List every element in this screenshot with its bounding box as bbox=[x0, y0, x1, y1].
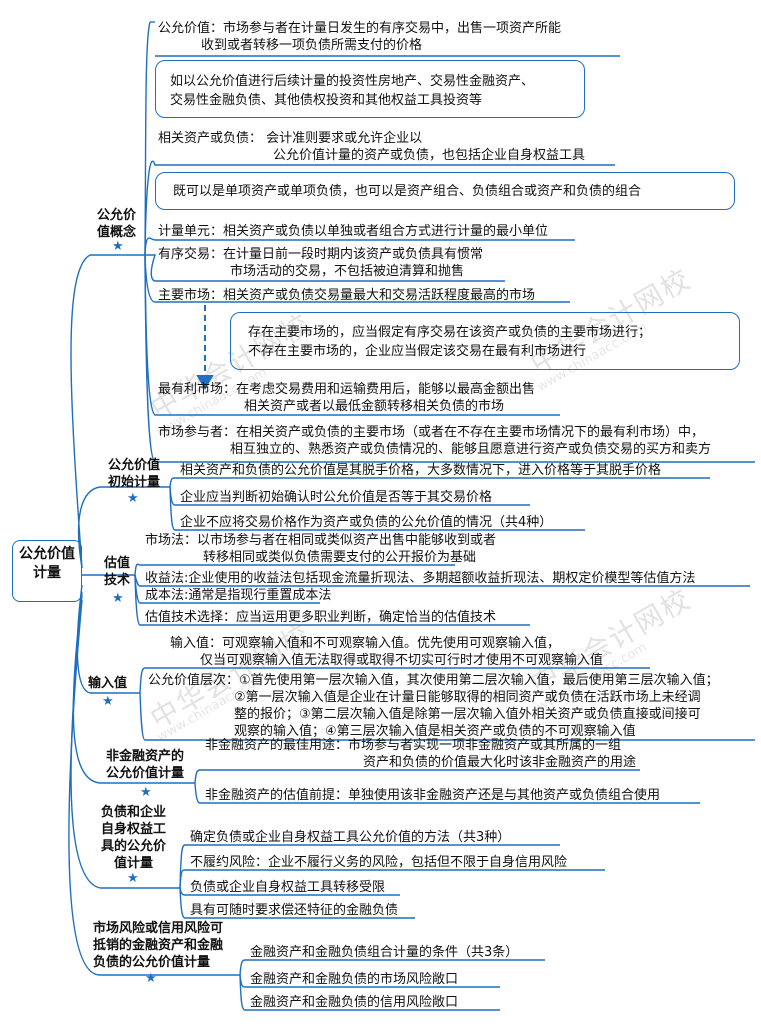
node-valuation-premise: 非金融资产的估值前提：单独使用该非金融资产还是与其他资产或负债组合使用 bbox=[205, 788, 661, 803]
node-demand-feature: 具有可随时要求偿还特征的金融负债 bbox=[190, 903, 399, 918]
trunk-s5 bbox=[72, 591, 101, 784]
section-title-nonfinancial: 非金融资产的 公允价值计量 bbox=[106, 748, 184, 782]
node-line: 非金融资产的最佳用途：市场参与者实现一项非金融资产或其所属的一组 bbox=[205, 738, 622, 753]
node-most-advantageous: 最有利市场：在考虑交易费用和运输费用后，能够以最高金额出售 相关资产或者以最低金… bbox=[158, 381, 535, 415]
node-initial-exit-price: 相关资产和负债的公允价值是其脱手价格，大多数情况下，进入价格等于其脱手价格 bbox=[180, 463, 662, 478]
star-icon: ★ bbox=[140, 785, 152, 800]
section-title-line: 负债的公允价值计量 bbox=[93, 955, 211, 970]
node-nonperformance-risk: 不履约风险：企业不履行义务的风险，包括但不限于自身信用风险 bbox=[190, 855, 568, 870]
star-icon: ★ bbox=[127, 491, 139, 506]
node-market-participants: 市场参与者：在相关资产或负债的主要市场（或者在不存在主要市场情况下的最有利市场）… bbox=[158, 424, 711, 458]
node-line: 收到或者转移一项负债所需支付的价格 bbox=[201, 38, 423, 53]
node-line: 公允价值：市场参与者在计量日发生的有序交易中，出售一项资产所能 bbox=[158, 21, 562, 36]
node-market-note: 存在主要市场的，应当假定有序交易在该资产或负债的主要市场进行； 不存在主要市场的… bbox=[248, 323, 651, 361]
node-transfer-restriction: 负债或企业自身权益工具转移受限 bbox=[190, 880, 386, 895]
node-income-approach: 收益法:企业使用的收益法包括现金流量折现法、多期超额收益折现法、期权定价模型等估… bbox=[145, 571, 696, 586]
node-line: 交易性金融负债、其他债权投资和其他权益工具投资等 bbox=[170, 93, 483, 108]
node-fair-value-hierarchy: 公允价值层次：①首先使用第一层次输入值，其次使用第二层次输入值，最后使用第三层次… bbox=[148, 672, 719, 740]
unit-note-box bbox=[155, 172, 735, 210]
section-title-valuation: 估值 技术 bbox=[104, 555, 130, 589]
node-market-approach: 市场法：以市场参与者在相同或类似资产出售中能够收到或者 转移相同或类似负债需要支… bbox=[145, 532, 496, 566]
section-title-line: 市场风险或信用风险可 bbox=[93, 921, 224, 936]
node-initial-exceptions: 企业不应将交易价格作为资产或负债的公允价值的情况（共4种） bbox=[180, 515, 553, 530]
section-title-offset: 市场风险或信用风险可 抵销的金融资产和金融 负债的公允价值计量 bbox=[93, 920, 223, 971]
node-credit-risk-exposure: 金融资产和金融负债的信用风险敞口 bbox=[250, 995, 459, 1010]
example-box bbox=[155, 60, 585, 118]
section-title-line: 公允价 bbox=[97, 208, 137, 223]
section-title-liability: 负债和企业 自身权益工 具的公允价 值计量 bbox=[101, 804, 166, 872]
section-title-line: 值概念 bbox=[97, 225, 137, 240]
section-title-line: 自身权益工 bbox=[101, 822, 167, 837]
node-line: 最有利市场：在考虑交易费用和运输费用后，能够以最高金额出售 bbox=[158, 382, 536, 397]
section-title-line: 非金融资产的 bbox=[106, 749, 185, 764]
node-cost-approach: 成本法:通常是指现行重置成本法 bbox=[145, 588, 332, 603]
node-line: 相互独立的、熟悉资产或负债情况的、能够且愿意进行资产或负债交易的买方和卖方 bbox=[230, 442, 712, 457]
trunk-s7 bbox=[68, 599, 101, 976]
section-title-fv-concept: 公允价 值概念 bbox=[97, 207, 136, 241]
market-note-box bbox=[230, 312, 740, 370]
trunk-s2 bbox=[77, 486, 101, 569]
node-line: 相关资产或负债： 会计准则要求或允许企业以 bbox=[158, 131, 423, 146]
node-line: 市场参与者：在相关资产或负债的主要市场（或者在不存在主要市场情况下的最有利市场）… bbox=[158, 425, 705, 440]
section-title-line: 初始计量 bbox=[108, 475, 161, 490]
section-title-input: 输入值 bbox=[88, 675, 127, 692]
node-line: ②第一层次输入值是企业在计量日能够取得的相同资产或负债在活跃市场上未经调 bbox=[234, 690, 701, 705]
node-related-asset: 相关资产或负债： 会计准则要求或允许企业以 公允价值计量的资产或负债，也包括企业… bbox=[158, 130, 585, 164]
node-unit-of-account: 计量单元：相关资产或负债以单独或者组合方式进行计量的最小单位 bbox=[158, 224, 549, 239]
node-orderly-transaction: 有序交易：在计量日前一段时期内该资产或负债具有惯常 市场活动的交易，不包括被迫清… bbox=[158, 246, 483, 280]
node-line: 资产和负债的价值最大化时该非金融资产的用途 bbox=[363, 755, 637, 770]
trunk-s1 bbox=[70, 254, 91, 569]
section-title-line: 具的公允价 bbox=[101, 839, 167, 854]
star-icon: ★ bbox=[145, 971, 157, 986]
node-line: 市场法：以市场参与者在相同或类似资产出售中能够收到或者 bbox=[145, 533, 497, 548]
section-title-line: 公允价值计量 bbox=[106, 766, 185, 781]
node-line: 输入值：可观察输入值和不可观察输入值。优先使用可观察输入值， bbox=[170, 636, 561, 651]
node-line: 公允价值层次：①首先使用第一层次输入值，其次使用第二层次输入值，最后使用第三层次… bbox=[148, 673, 719, 688]
section-title-line: 值计量 bbox=[114, 856, 154, 871]
node-input-values: 输入值：可观察输入值和不可观察输入值。优先使用可观察输入值， 仅当可观察输入值无… bbox=[170, 635, 603, 669]
node-line: 市场活动的交易，不包括被迫清算和抛售 bbox=[230, 264, 465, 279]
node-line: 整的报价；③第二层次输入值是除第一层次输入值外相关资产或负债直接或间接可 bbox=[234, 707, 701, 722]
node-fv-definition: 公允价值：市场参与者在计量日发生的有序交易中，出售一项资产所能 收到或者转移一项… bbox=[158, 20, 561, 54]
section-title-line: 估值 bbox=[104, 556, 131, 571]
node-technique-choice: 估值技术选择：应当运用更多职业判断，确定恰当的估值技术 bbox=[145, 610, 497, 625]
node-market-risk-exposure: 金融资产和金融负债的市场风险敞口 bbox=[250, 972, 459, 987]
root-line2: 计量 bbox=[33, 565, 61, 581]
node-line: 观察的输入值；④第三层次输入值是相关资产或负债的不可观察输入值 bbox=[234, 724, 636, 739]
section-title-line: 技术 bbox=[104, 573, 131, 588]
node-highest-best-use: 非金融资产的最佳用途：市场参与者实现一项非金融资产或其所属的一组 资产和负债的价… bbox=[205, 737, 636, 771]
star-icon: ★ bbox=[102, 694, 114, 709]
star-icon: ★ bbox=[127, 871, 139, 886]
root-node: 公允价值 计量 bbox=[12, 540, 82, 602]
node-line: 存在主要市场的，应当假定有序交易在该资产或负债的主要市场进行； bbox=[248, 325, 652, 340]
node-liability-methods: 确定负债或企业自身权益工具公允价值的方法（共3种） bbox=[190, 830, 511, 845]
star-icon: ★ bbox=[112, 239, 124, 254]
node-principal-market: 主要市场：相关资产或负债交易量最大和交易活跃程度最高的市场 bbox=[158, 288, 536, 303]
section-title-line: 输入值 bbox=[88, 676, 128, 691]
node-line: 有序交易：在计量日前一段时期内该资产或负债具有惯常 bbox=[158, 247, 484, 262]
section-title-line: 公允价值 bbox=[108, 458, 161, 473]
trunk-s4 bbox=[76, 584, 91, 694]
root-line1: 公允价值 bbox=[19, 546, 75, 562]
section-title-initial: 公允价值 初始计量 bbox=[108, 457, 160, 491]
node-line: 不存在主要市场的，企业应当假定该交易在最有利市场进行 bbox=[248, 344, 587, 359]
node-line: 如以公允价值进行后续计量的投资性房地产、交易性金融资产、 bbox=[170, 74, 535, 89]
node-portfolio-conditions: 金融资产和金融负债组合计量的条件（共3条） bbox=[250, 945, 519, 960]
node-example: 如以公允价值进行后续计量的投资性房地产、交易性金融资产、 交易性金融负债、其他债… bbox=[170, 72, 534, 110]
node-unit-note: 既可以是单项资产或单项负债，也可以是资产组合、负债组合或资产和负债的组合 bbox=[173, 184, 642, 199]
section-title-line: 抵销的金融资产和金融 bbox=[93, 938, 224, 953]
node-line: 相关资产或者以最低金额转移相关负债的市场 bbox=[244, 399, 505, 414]
star-icon: ★ bbox=[112, 591, 124, 606]
section-title-line: 负债和企业 bbox=[101, 805, 167, 820]
node-line: 转移相同或类似负债需要支付的公开报价为基础 bbox=[203, 550, 477, 565]
node-line: 仅当可观察输入值无法取得或取得不切实可行时才使用不可观察输入值 bbox=[200, 653, 604, 668]
node-initial-judgement: 企业应当判断初始确认时公允价值是否等于其交易价格 bbox=[180, 490, 493, 505]
node-line: 公允价值计量的资产或负债，也包括企业自身权益工具 bbox=[273, 148, 586, 163]
